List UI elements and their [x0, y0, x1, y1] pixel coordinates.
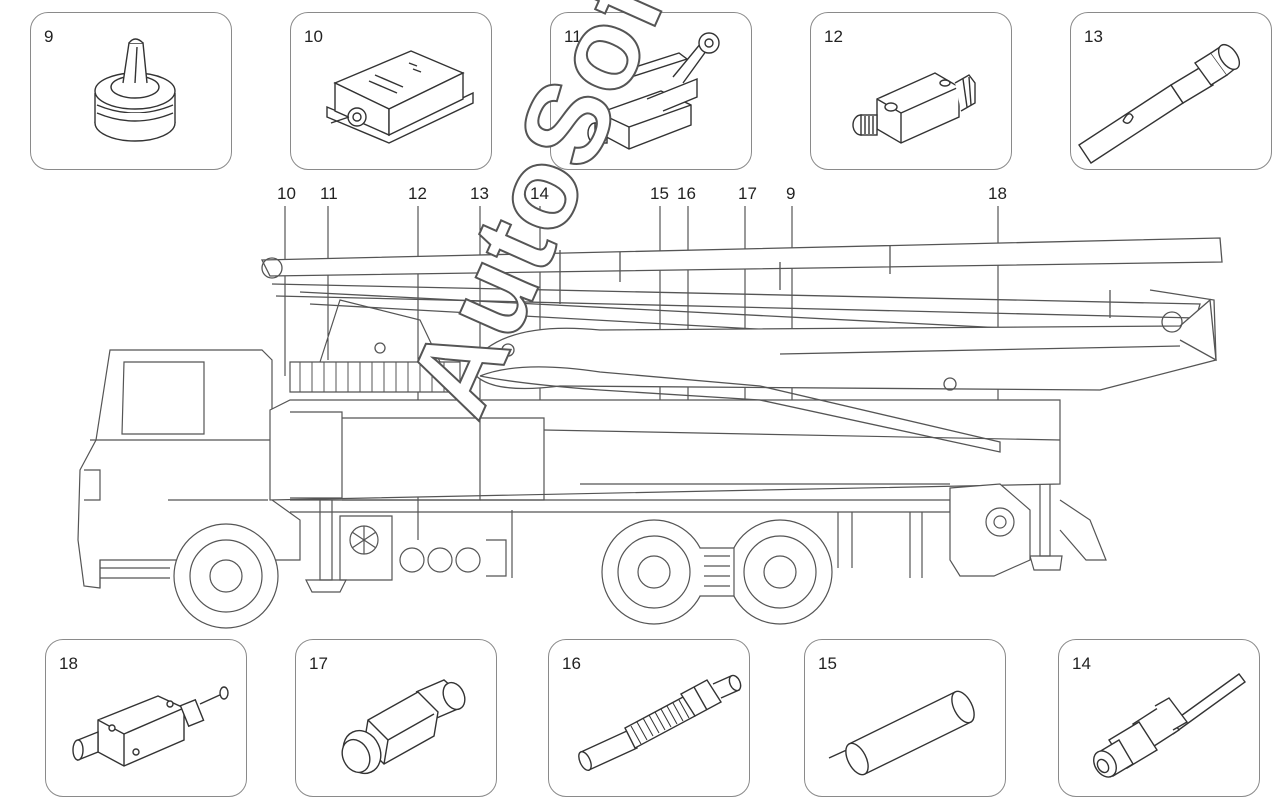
- component-panel-16: 16: [548, 639, 750, 797]
- callout-10: 10: [277, 184, 296, 203]
- callout-18: 18: [988, 184, 1007, 203]
- plunger-limit-switch-icon: [852, 72, 976, 144]
- panel-number: 18: [59, 654, 78, 673]
- proximity-sensor-icon: [341, 679, 466, 775]
- panel-number: 10: [304, 27, 323, 46]
- component-panel-10: 10: [290, 12, 492, 170]
- cable-grommet-icon: [94, 38, 176, 142]
- panel-number: 16: [562, 654, 581, 673]
- callout-9: 9: [786, 184, 796, 203]
- panel-number: 11: [564, 27, 582, 46]
- component-panel-13: 13: [1070, 12, 1272, 170]
- panel-number: 9: [44, 27, 54, 46]
- boom-turret: [289, 299, 461, 393]
- truck-chassis: [269, 399, 1063, 593]
- callout-15: 15: [650, 184, 669, 203]
- callout-13: 13: [470, 184, 489, 203]
- panel-number: 17: [309, 654, 328, 673]
- panel-number: 13: [1084, 27, 1103, 46]
- panel-number: 12: [824, 27, 843, 46]
- pressure-transducer-icon: [1093, 673, 1246, 778]
- component-panel-18: 18: [45, 639, 247, 797]
- component-panel-14: 14: [1058, 639, 1260, 797]
- component-panel-12: 12: [810, 12, 1012, 170]
- panel-number: 14: [1072, 654, 1091, 673]
- callout-16: 16: [677, 184, 696, 203]
- cylindrical-sensor-icon: [828, 690, 975, 776]
- component-panel-11: 11: [550, 12, 752, 170]
- callout-12: 12: [408, 184, 427, 203]
- temperature-probe-icon: [1078, 43, 1241, 164]
- component-panel-15: 15: [804, 639, 1006, 797]
- panel-number: 15: [818, 654, 837, 673]
- pushbutton-switch-icon: [72, 686, 229, 767]
- concrete-hopper: [949, 483, 1107, 577]
- roller-limit-switch-icon: [587, 32, 720, 150]
- truck-wheels: [173, 519, 833, 629]
- inclination-sensor-box-icon: [326, 50, 474, 144]
- threaded-sensor-icon: [578, 674, 742, 772]
- callout-14: 14: [530, 184, 549, 203]
- folded-boom: [260, 237, 1223, 453]
- callout-11: 11: [320, 184, 338, 203]
- component-panel-9: 9: [30, 12, 232, 170]
- component-panel-17: 17: [295, 639, 497, 797]
- callout-17: 17: [738, 184, 757, 203]
